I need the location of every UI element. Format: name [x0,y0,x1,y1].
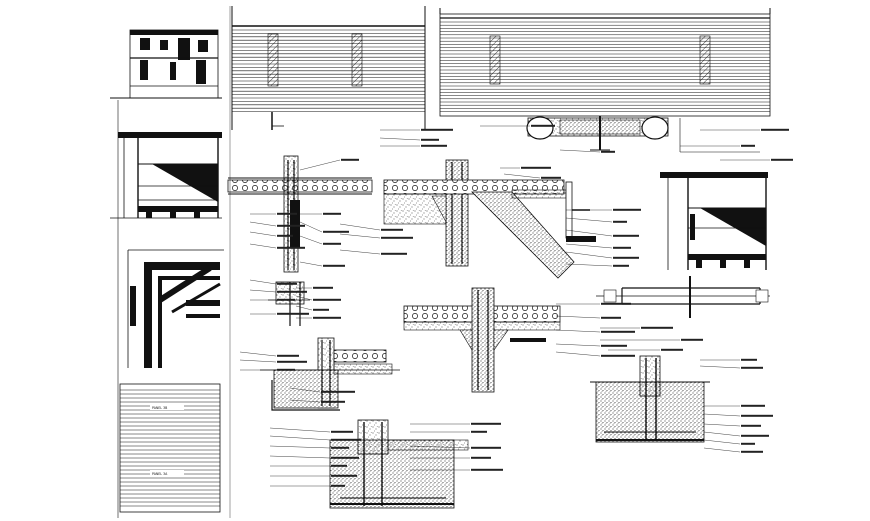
foundation-bottom-center [329,419,469,509]
footing-detail-left [260,337,400,411]
section-left-mid [110,132,222,219]
panel-tag-a: PANEL 3B [152,406,167,410]
elevation-long-center [231,6,426,130]
slab-detail-1 [227,155,373,326]
section-right-mid [660,172,768,270]
annotation-leaders [239,124,793,487]
elevation-long-right [439,8,771,153]
footing-detail-right [590,355,710,443]
beam-elevation-right [596,276,770,318]
corner-plan-left [127,249,224,368]
elevation-small-top-left [110,29,222,99]
slab-column-cross [403,287,561,393]
panel-bottom-left: PANEL 3B PANEL 3A [119,383,221,513]
panel-tag-b: PANEL 3A [152,472,168,476]
column-beam-detail [383,159,596,279]
